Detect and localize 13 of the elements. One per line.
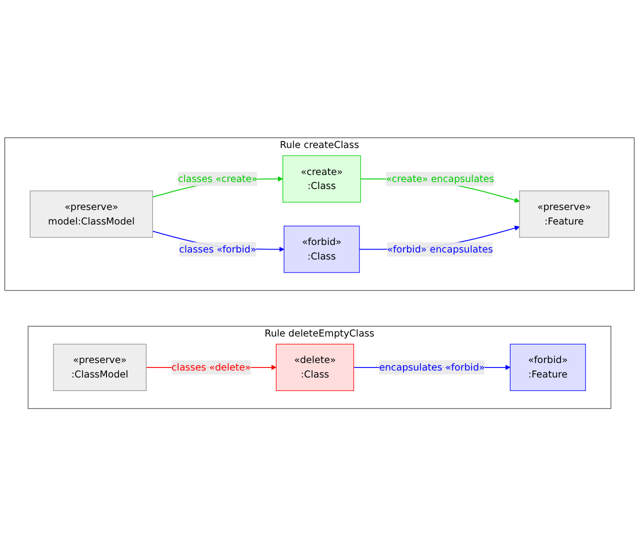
node-box: «forbid» :Feature bbox=[510, 344, 586, 392]
edge-label: «forbid» encapsulates bbox=[387, 244, 493, 255]
node-box: «create» :Class bbox=[282, 156, 361, 203]
edge-label: encapsulates «forbid» bbox=[379, 362, 485, 374]
node-box: «preserve» model:ClassModel bbox=[30, 190, 153, 238]
node-box: «forbid» :Class bbox=[284, 226, 360, 274]
node-box: «preserve» :Feature bbox=[519, 190, 610, 238]
edge-label: «create» encapsulates bbox=[386, 173, 494, 185]
node-box: «delete» :Class bbox=[276, 344, 354, 392]
edge-label: classes «forbid» bbox=[179, 244, 256, 255]
node-box: «preserve» :ClassModel bbox=[53, 344, 146, 392]
edge-label: classes «delete» bbox=[172, 362, 251, 374]
edge-label: classes «create» bbox=[178, 173, 258, 185]
